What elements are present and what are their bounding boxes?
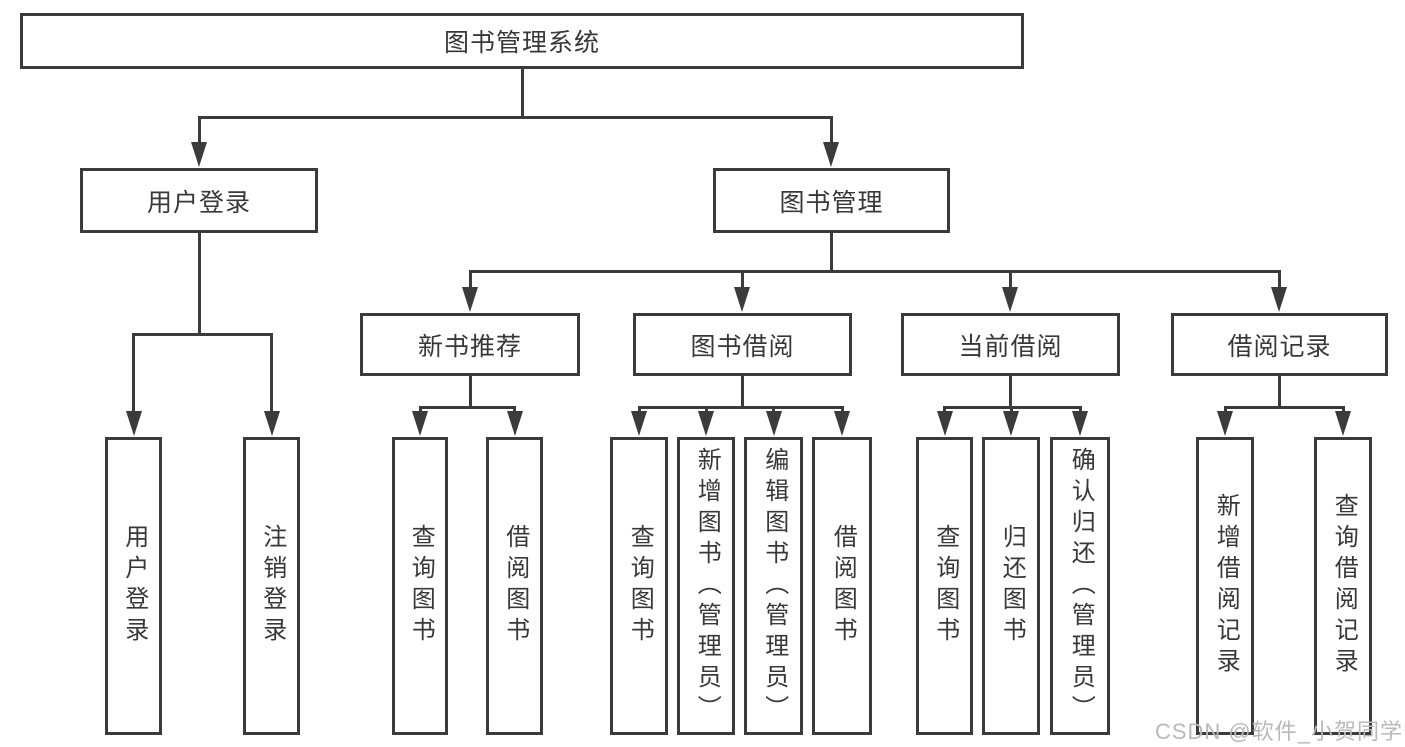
node-book-borrowing: 图书借阅 — [633, 313, 852, 376]
node-current-borrowing: 当前借阅 — [901, 313, 1120, 376]
connector-line — [197, 232, 201, 336]
arrow-down-icon — [823, 142, 839, 167]
leaf-user-login: 用户登录 — [105, 437, 162, 735]
leaf-return-books: 归还图书 — [982, 437, 1040, 735]
connector-line — [1008, 375, 1012, 409]
arrow-down-icon — [1335, 411, 1351, 436]
arrow-down-icon — [506, 411, 523, 436]
connector-line — [520, 68, 524, 118]
leaf-label: 查询图书 — [407, 524, 435, 648]
node-library-management-system: 图书管理系统 — [20, 13, 1024, 69]
node-user-login: 用户登录 — [80, 168, 318, 233]
connector-line — [638, 406, 843, 409]
node-label: 新书推荐 — [417, 332, 522, 361]
arrow-down-icon — [698, 411, 714, 436]
connector-line — [198, 116, 832, 119]
arrow-down-icon — [263, 411, 280, 436]
connector-line — [468, 270, 472, 292]
leaf-label: 确认归还（管理员） — [1067, 446, 1095, 726]
connector-line — [1224, 406, 1344, 409]
node-label: 借阅记录 — [1227, 332, 1332, 361]
leaf-label: 归还图书 — [998, 524, 1026, 648]
node-label: 用户登录 — [146, 188, 251, 217]
leaf-label: 借阅图书 — [501, 524, 529, 648]
leaf-label: 查询借阅记录 — [1330, 493, 1358, 679]
leaf-borrow-books-2: 借阅图书 — [812, 437, 872, 735]
leaf-query-borrow-record: 查询借阅记录 — [1314, 437, 1372, 735]
connector-line — [419, 406, 516, 409]
connector-line — [1277, 270, 1281, 292]
connector-line — [470, 270, 1281, 273]
leaf-query-books-3: 查询图书 — [916, 437, 973, 735]
leaf-add-book-admin: 新增图书（管理员） — [677, 437, 735, 735]
node-new-book-recommendation: 新书推荐 — [360, 313, 580, 376]
csdn-watermark: CSDN @软件_小贺同学 — [1154, 719, 1403, 744]
arrow-down-icon — [1271, 287, 1287, 312]
connector-line — [197, 116, 201, 144]
node-book-management: 图书管理 — [713, 168, 950, 233]
node-label: 图书管理系统 — [443, 29, 600, 57]
leaf-borrow-books-1: 借阅图书 — [486, 437, 543, 735]
arrow-down-icon — [1002, 287, 1018, 312]
arrow-down-icon — [462, 287, 478, 312]
connector-line — [741, 375, 744, 409]
arrow-down-icon — [734, 287, 750, 312]
connector-line — [740, 270, 744, 292]
leaf-label: 编辑图书（管理员） — [760, 446, 788, 726]
leaf-label: 用户登录 — [120, 524, 148, 648]
leaf-logout: 注销登录 — [243, 437, 300, 735]
leaf-label: 新增借阅记录 — [1212, 493, 1240, 679]
connector-line — [1277, 375, 1281, 409]
leaf-add-borrow-record: 新增借阅记录 — [1196, 437, 1254, 735]
arrow-down-icon — [125, 411, 142, 436]
node-borrowing-records: 借阅记录 — [1171, 313, 1388, 376]
arrow-down-icon — [1003, 411, 1019, 436]
arrow-down-icon — [1217, 411, 1233, 436]
connector-line — [132, 333, 135, 413]
node-label: 图书借阅 — [690, 332, 795, 361]
connector-line — [270, 333, 273, 413]
leaf-label: 借阅图书 — [829, 524, 857, 648]
leaf-label: 新增图书（管理员） — [693, 446, 721, 726]
leaf-label: 注销登录 — [258, 524, 286, 648]
leaf-label: 查询图书 — [626, 524, 654, 648]
node-label: 当前借阅 — [958, 332, 1063, 361]
arrow-down-icon — [191, 142, 207, 167]
node-label: 图书管理 — [779, 188, 884, 217]
arrow-down-icon — [834, 411, 850, 436]
arrow-down-icon — [936, 411, 953, 436]
arrow-down-icon — [412, 411, 428, 436]
connector-line — [944, 406, 1081, 409]
connector-line — [829, 116, 833, 144]
leaf-label: 查询图书 — [931, 524, 959, 648]
connector-line — [468, 375, 472, 409]
arrow-down-icon — [1072, 411, 1088, 436]
leaf-query-books-1: 查询图书 — [392, 437, 448, 735]
connector-line — [829, 232, 833, 273]
connector-line — [1008, 270, 1012, 292]
arrow-down-icon — [631, 411, 647, 436]
connector-line — [132, 333, 273, 336]
leaf-confirm-return-admin: 确认归还（管理员） — [1050, 437, 1110, 735]
arrow-down-icon — [765, 411, 782, 436]
leaf-query-books-2: 查询图书 — [610, 437, 668, 735]
leaf-edit-book-admin: 编辑图书（管理员） — [744, 437, 803, 735]
